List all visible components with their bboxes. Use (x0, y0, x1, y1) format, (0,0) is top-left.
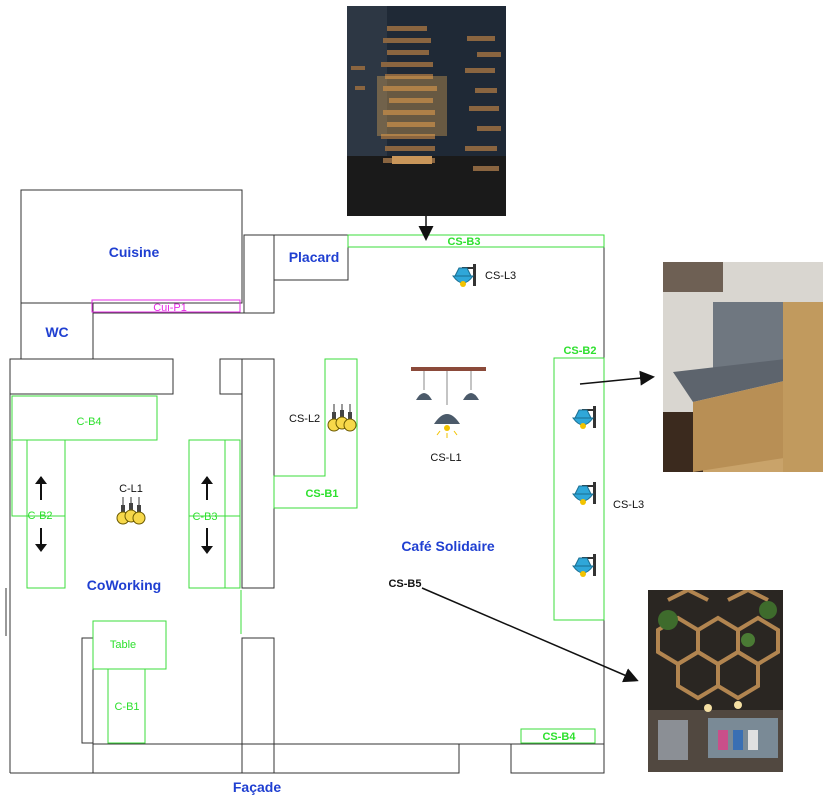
cui-p1-zone (91, 299, 241, 313)
label-cs-b4: CS-B4 (542, 731, 576, 743)
label-c-l1: C-L1 (119, 483, 143, 495)
label-cs-b3: CS-B3 (447, 236, 480, 248)
room-label-wc: WC (45, 324, 68, 340)
label-table: Table (110, 639, 136, 651)
label-cs-b2: CS-B2 (563, 345, 596, 357)
label-cs-l1: CS-L1 (430, 452, 461, 464)
room-label-cafe: Café Solidaire (401, 538, 495, 554)
label-c-b4: C-B4 (76, 416, 101, 428)
c-b1-zone (107, 668, 146, 744)
cs-b2-zone (553, 357, 605, 621)
hexagon-ceiling-photo (648, 590, 783, 772)
label-cs-b5: CS-B5 (388, 578, 421, 590)
double-arrow-icon (35, 476, 47, 552)
cs-b4-zone (520, 728, 596, 744)
cs-b3-zone (347, 234, 605, 248)
label-c-b3: C-B3 (192, 511, 217, 523)
pointer-arrow-icon (421, 587, 639, 683)
c-b3-zone (188, 439, 241, 589)
room-label-facade: Façade (233, 779, 281, 795)
wall-lamp-icon (572, 405, 597, 430)
double-arrow-icon (201, 476, 213, 554)
c-b4-zone (11, 395, 158, 441)
green-zones (11, 234, 605, 744)
room-label-cuisine: Cuisine (109, 244, 160, 260)
label-cs-l3-right: CS-L3 (613, 499, 644, 511)
label-c-b2: C-B2 (27, 510, 52, 522)
label-cui-p1: Cui-P1 (153, 302, 187, 314)
room-label-coworking: CoWorking (87, 577, 161, 593)
room-label-placard: Placard (289, 249, 340, 265)
bulb-cluster-icon (327, 403, 357, 432)
walls (5, 189, 605, 774)
pendant-lamp-icon (411, 367, 486, 438)
bulb-cluster-icon (116, 496, 146, 525)
wall-lamp-icon (452, 263, 477, 288)
label-cs-b1: CS-B1 (305, 488, 338, 500)
label-cs-l3-top: CS-L3 (485, 270, 516, 282)
label-c-b1: C-B1 (114, 701, 139, 713)
wall-lamp-icon (572, 481, 597, 506)
bench-photo (663, 262, 823, 472)
wood-slat-wall-photo (347, 6, 506, 216)
label-cs-l2: CS-L2 (289, 413, 320, 425)
pointer-arrow-icon (579, 370, 655, 386)
wall-lamp-icon (572, 553, 597, 578)
cs-b1-zone (273, 358, 358, 509)
